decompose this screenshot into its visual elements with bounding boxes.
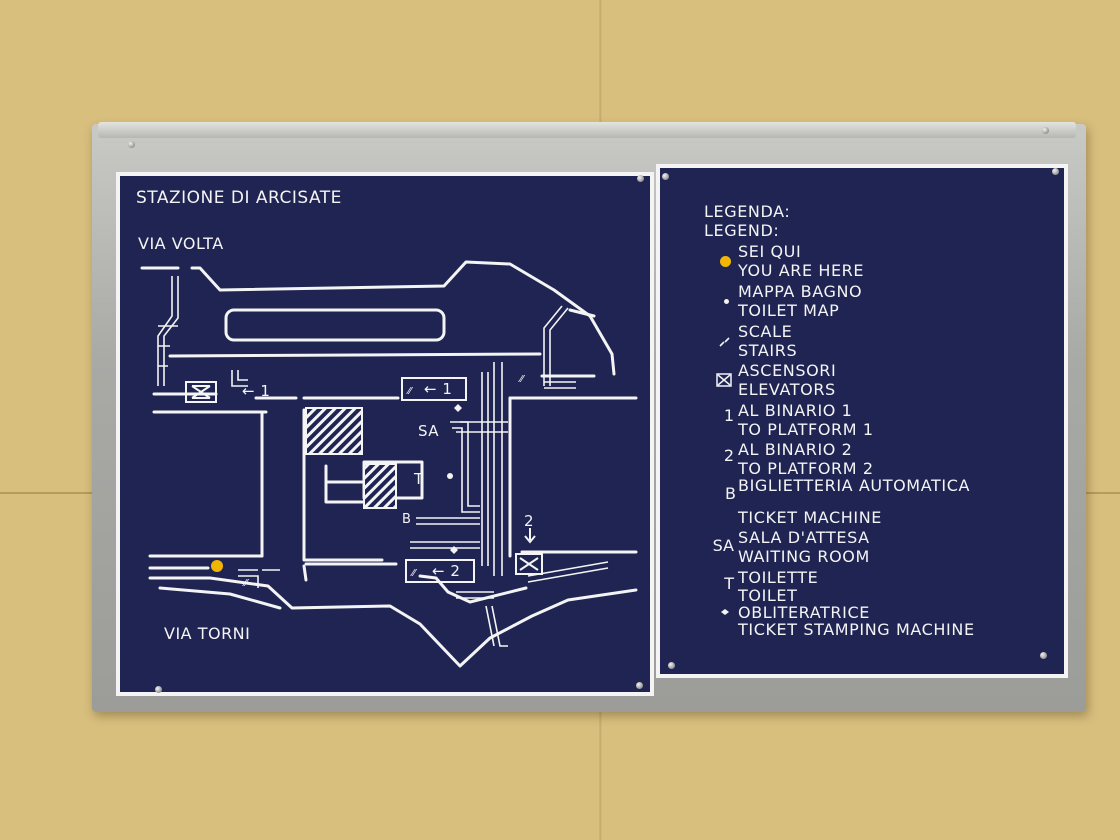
legend-symbol: T xyxy=(724,574,734,593)
elevator-icon xyxy=(191,385,211,399)
upper-track-line xyxy=(140,260,616,376)
legend-item-en: ELEVATORS xyxy=(738,380,836,399)
waiting-room-label: SA xyxy=(418,422,440,440)
legend-heading-it: LEGENDA: xyxy=(704,202,791,221)
main-stairway xyxy=(481,362,503,576)
stairs-icon xyxy=(157,276,179,386)
lower-track-line xyxy=(148,576,638,668)
platform-edge-line xyxy=(148,550,638,566)
legend-item-en: TO PLATFORM 2 xyxy=(738,459,874,478)
stairs-icon xyxy=(527,561,609,583)
legend-item-it: ASCENSORI xyxy=(738,361,837,380)
stairs-icon xyxy=(450,421,480,513)
stairs-icon xyxy=(719,337,730,347)
stairs-icon xyxy=(543,305,576,389)
legend-symbol: B xyxy=(725,484,736,503)
street-label-top: VIA VOLTA xyxy=(138,234,224,253)
legend-item-en: TICKET STAMPING MACHINE xyxy=(738,620,975,639)
legend-item-it: MAPPA BAGNO xyxy=(738,282,863,301)
legend-item-it: SCALE xyxy=(738,322,793,341)
screw-icon xyxy=(1042,127,1049,134)
legend-heading-en: LEGEND: xyxy=(704,221,780,240)
restricted-area-hatched xyxy=(305,407,363,455)
platform-edge-line xyxy=(152,392,298,400)
stairs-icon: ⁄⁄ xyxy=(406,386,414,397)
you-are-here-dot-icon xyxy=(720,256,731,267)
platform-island xyxy=(224,308,446,342)
legend-item-it: BIGLIETTERIA AUTOMATICA xyxy=(738,476,971,495)
legend-symbol: 2 xyxy=(723,446,734,465)
toilet-map-dot xyxy=(447,473,453,479)
screw-icon xyxy=(128,141,135,148)
restricted-area-hatched xyxy=(363,463,397,509)
legend-symbol: SA xyxy=(712,536,734,555)
legend-item-en: TOILET MAP xyxy=(738,301,840,320)
legend-item-it: OBLITERATRICE xyxy=(738,603,870,622)
street-label-bottom: VIA TORNI xyxy=(164,624,251,643)
legend-item-en: TO PLATFORM 1 xyxy=(738,420,874,439)
screw-icon xyxy=(155,686,162,693)
platform-1-arrow-left: ← 1 xyxy=(242,382,271,400)
elevator-icon xyxy=(185,381,217,403)
diamond-icon xyxy=(721,609,729,615)
stamping-machine-icon xyxy=(454,404,462,412)
stairs-icon xyxy=(231,370,248,387)
stairs-icon: ⁄⁄ xyxy=(242,578,250,589)
legend-symbol: 1 xyxy=(723,406,734,425)
room-wall xyxy=(324,464,366,504)
legend-item-en: WAITING ROOM xyxy=(738,547,870,566)
legend-item-it: TOILETTE xyxy=(738,568,819,587)
stairs-icon xyxy=(238,569,280,588)
platform-2-arrow-center: ← 2 xyxy=(432,562,461,580)
legend-item-en: TOILET xyxy=(738,586,798,605)
stairs-icon xyxy=(456,591,508,647)
stairs-icon xyxy=(158,325,178,367)
legend-item-en: TICKET MACHINE xyxy=(738,508,882,527)
stairs-icon xyxy=(456,421,508,433)
platform-edge-line xyxy=(168,352,542,358)
platform-edge-line xyxy=(148,564,308,582)
arrow-down-icon xyxy=(524,528,536,544)
screw-icon xyxy=(1052,168,1059,175)
stamping-machine-icon xyxy=(450,546,458,554)
platform-1-sign-box xyxy=(401,377,467,401)
corridor-wall xyxy=(302,408,384,562)
lower-track-line xyxy=(418,574,528,604)
station-map-drawing: ⁄⁄ ⁄⁄ ⁄⁄ ⁄⁄ xyxy=(140,260,638,668)
sign-frame-top-rail xyxy=(98,122,1076,138)
platform-1-arrow-center: ← 1 xyxy=(424,380,453,398)
stairs-icon: ⁄⁄ xyxy=(518,374,526,385)
toilet-map-dot-icon xyxy=(724,299,729,304)
station-map-panel: STAZIONE DI ARCISATE VIA VOLTA VIA TORNI xyxy=(116,172,654,696)
stairs-icon xyxy=(410,517,480,549)
screw-icon xyxy=(637,175,644,182)
screw-icon xyxy=(662,173,669,180)
elevator-icon xyxy=(519,557,539,571)
legend-item-en: STAIRS xyxy=(738,341,798,360)
platform-2-label: 2 xyxy=(524,512,535,530)
legend-item-it: AL BINARIO 2 xyxy=(738,440,853,459)
toilet-label: T xyxy=(414,470,424,488)
screw-icon xyxy=(668,662,675,669)
legend-item-it: AL BINARIO 1 xyxy=(738,401,853,420)
stairs-icon: ⁄⁄ xyxy=(410,568,418,579)
legend-item-it: SEI QUI xyxy=(738,242,802,261)
platform-2-sign-box xyxy=(405,559,475,583)
ticket-machine-label: B xyxy=(402,512,412,527)
elevator-icon xyxy=(716,373,732,387)
screw-icon xyxy=(636,682,643,689)
legend-panel: LEGENDA: LEGEND: SEI QUI YOU ARE HERE MA… xyxy=(656,164,1068,678)
you-are-here-dot xyxy=(211,560,223,572)
elevator-icon xyxy=(515,553,543,575)
station-title: STAZIONE DI ARCISATE xyxy=(136,188,342,208)
legend-item-it: SALA D'ATTESA xyxy=(738,528,870,547)
lower-track-line xyxy=(158,586,282,610)
legend-item-en: YOU ARE HERE xyxy=(738,261,865,280)
screw-icon xyxy=(1040,652,1047,659)
